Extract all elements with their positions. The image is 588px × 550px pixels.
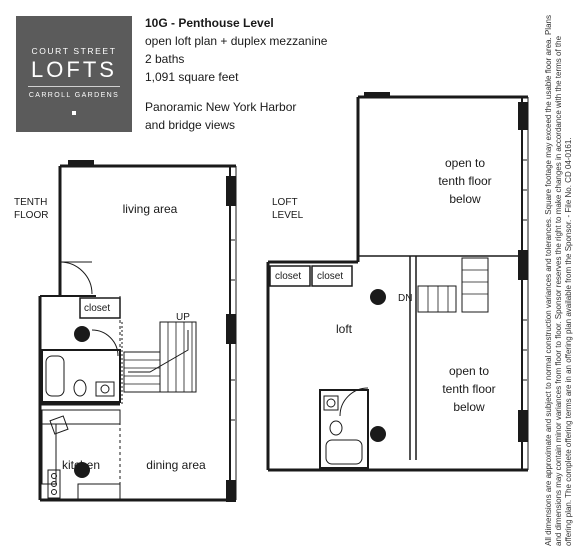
- tenth-floor-heading: TENTH FLOOR: [14, 197, 49, 221]
- unit-area: 1,091 square feet: [145, 70, 239, 84]
- kitchen-range: [47, 469, 61, 499]
- loft-pier-2: [518, 250, 528, 280]
- room-label-living-area: living area: [122, 202, 178, 216]
- loft-sink: [323, 395, 339, 411]
- tenth-sink: [95, 381, 115, 397]
- tenth-pier-3: [226, 480, 236, 502]
- open-to-below-lower: open to tenth floor below: [442, 364, 496, 414]
- unit-views: Panoramic New York Harbor and bridge vie…: [145, 98, 345, 134]
- logo-square-mark: [72, 111, 76, 115]
- loft-column-1: [370, 289, 386, 305]
- loft-bath-room: [319, 389, 369, 469]
- tenth-pier-1: [226, 176, 236, 206]
- tenth-pier-2: [226, 314, 236, 344]
- room-label-loft: loft: [335, 322, 352, 336]
- loft-tub: [325, 439, 363, 465]
- tenth-top-pier: [68, 160, 94, 166]
- logo-line-carroll-gardens: CARROLL GARDENS: [28, 92, 120, 99]
- stair-label-dn: DN: [398, 293, 413, 304]
- unit-views-line-1: Panoramic New York Harbor: [145, 100, 297, 114]
- loft-closet-a-label: closet: [275, 271, 302, 282]
- open-to-below-upper: open to tenth floor below: [438, 156, 492, 206]
- loft-column-2: [370, 426, 386, 442]
- tenth-column-2: [74, 462, 90, 478]
- stair-upper-run: [159, 321, 197, 393]
- loft-toilet: [329, 420, 343, 436]
- loft-closet-b-label: closet: [317, 271, 344, 282]
- logo-line-lofts: LOFTS: [31, 57, 117, 82]
- tenth-column-1: [74, 326, 90, 342]
- loft-stair-upper: [461, 257, 489, 313]
- unit-layout: open loft plan + duplex mezzanine: [145, 34, 328, 48]
- logo-line-court-street: COURT STREET: [31, 46, 117, 56]
- logo-divider: [28, 86, 120, 87]
- unit-title: 10G - Penthouse Level: [145, 16, 274, 30]
- room-label-kitchen: kitchen: [62, 458, 101, 472]
- loft-bath-door-swing: [339, 387, 369, 417]
- legal-disclaimer: All dimensions are approximate and subje…: [544, 15, 573, 546]
- tenth-bath-room: [41, 349, 121, 403]
- loft-pier-1: [518, 102, 528, 130]
- room-label-dining-area: dining area: [146, 458, 206, 472]
- brand-logo: COURT STREET LOFTS CARROLL GARDENS: [16, 16, 132, 132]
- kitchen-sink: [49, 415, 69, 435]
- entry-door-swing: [59, 261, 93, 295]
- loft-stair-lower: [417, 285, 457, 313]
- tenth-toilet: [73, 379, 87, 397]
- bath-door-swing: [91, 329, 119, 357]
- loft-closet-a-box: [269, 265, 311, 287]
- loft-pier-3: [518, 410, 528, 442]
- stair-label-up: UP: [176, 312, 190, 323]
- kitchen-bottom-cabinet: [77, 483, 121, 501]
- unit-baths: 2 baths: [145, 52, 185, 66]
- room-label-closet: closet: [84, 303, 111, 314]
- unit-views-line-2: and bridge views: [145, 118, 236, 132]
- unit-info: 10G - Penthouse Level open loft plan + d…: [145, 14, 328, 132]
- stair-arrow: [128, 330, 189, 373]
- tenth-tub: [45, 355, 65, 397]
- loft-closet-b-box: [311, 265, 353, 287]
- kitchen-counter-left: [41, 423, 57, 485]
- kitchen-counter-top: [41, 409, 121, 425]
- loft-level-heading: LOFT LEVEL: [272, 197, 304, 221]
- loft-top-pier: [364, 92, 390, 98]
